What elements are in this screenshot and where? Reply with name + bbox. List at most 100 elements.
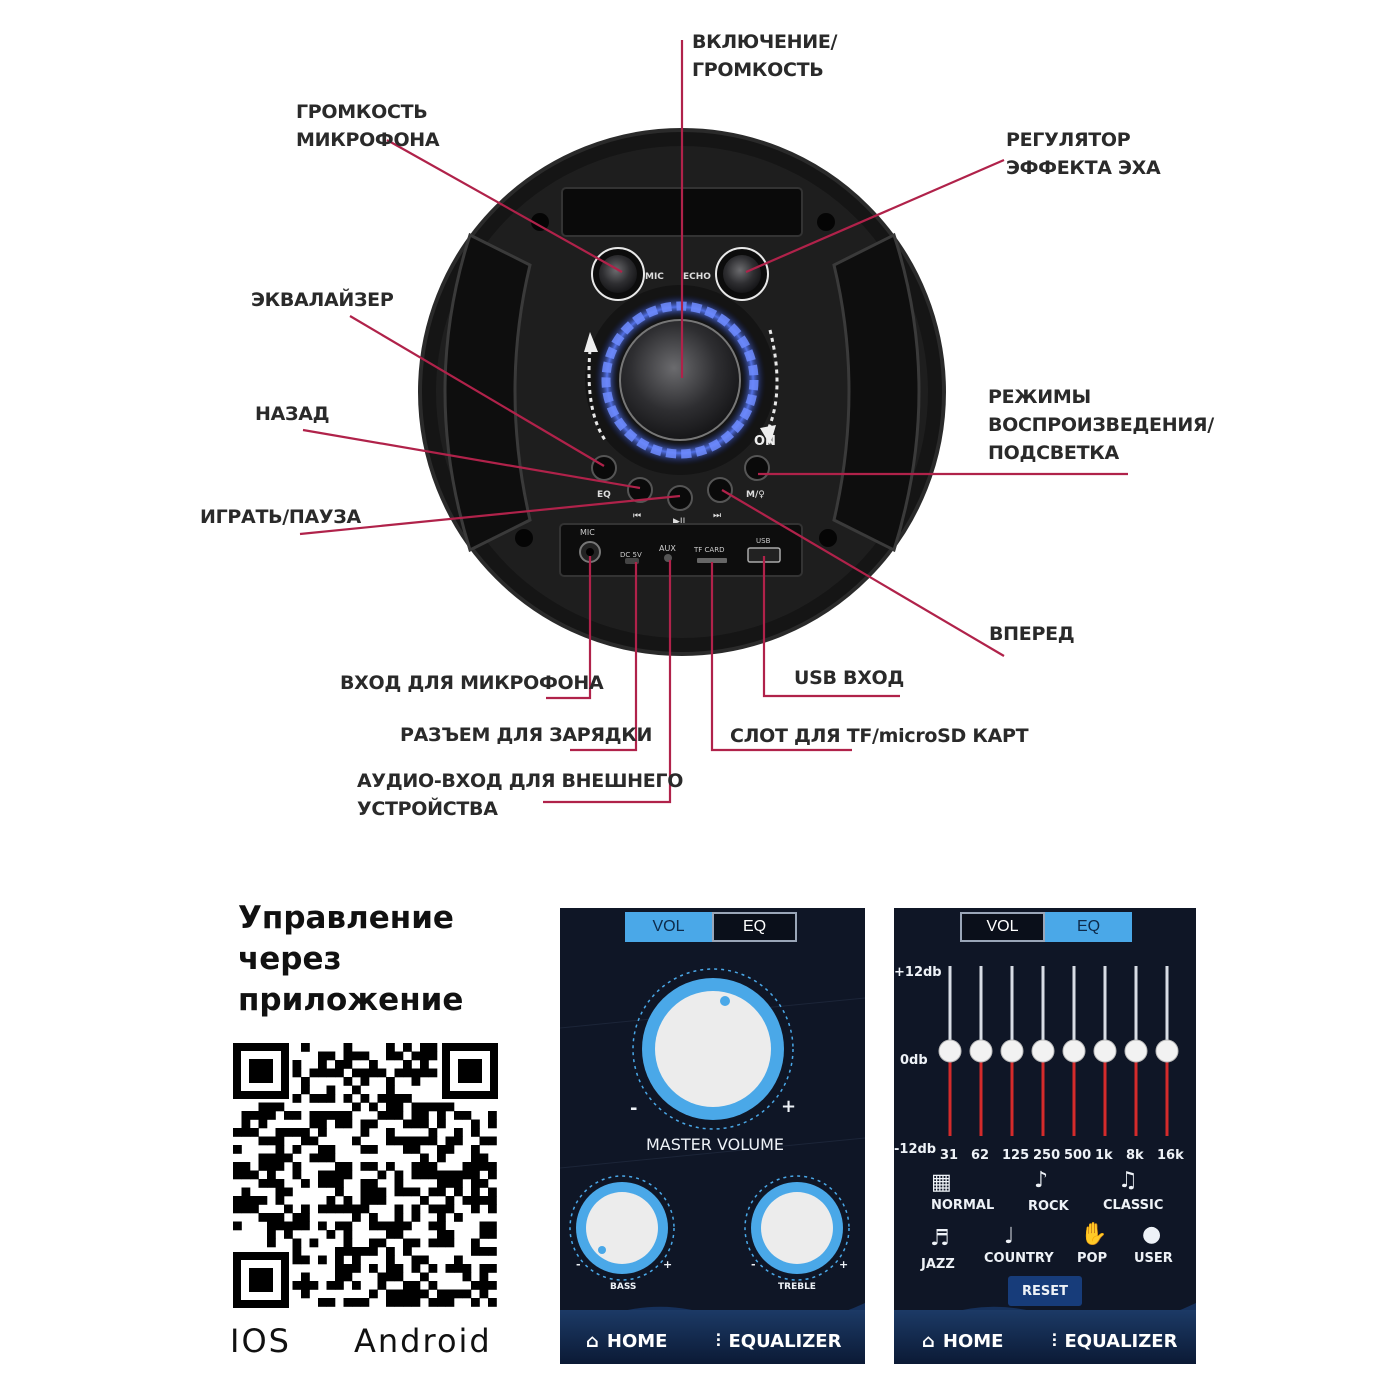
master-plus: + — [781, 1096, 797, 1117]
piano-icon: ♫ — [1118, 1168, 1138, 1193]
bottom-nav: ⌂HOME ⫶EQUALIZER — [560, 1310, 865, 1364]
label-play-pause: ИГРАТЬ/ПАУЗА — [200, 506, 361, 528]
nav-equalizer[interactable]: ⫶ EQUALIZER — [1052, 1331, 1177, 1352]
app-control-title: Управление через приложение — [238, 900, 464, 1018]
knob-mic-text: MIC — [645, 272, 664, 282]
tab-vol[interactable]: VOL — [960, 912, 1045, 942]
preset-country[interactable]: COUNTRY — [984, 1251, 1054, 1266]
mode-button — [744, 455, 770, 481]
tf-slot — [697, 558, 727, 563]
preset-normal[interactable]: NORMAL — [931, 1198, 995, 1213]
bass-label: BASS — [610, 1282, 637, 1292]
preset-rock[interactable]: ROCK — [1028, 1199, 1069, 1214]
ios-label: IOS — [230, 1322, 291, 1360]
preset-classic[interactable]: CLASSIC — [1103, 1198, 1164, 1213]
label-mic-volume: ГРОМКОСТЬ МИКРОФОНА — [296, 101, 440, 151]
eq-freq-label: 500 — [1064, 1148, 1092, 1163]
user-icon: ● — [1142, 1222, 1162, 1247]
preset-user[interactable]: USER — [1134, 1251, 1173, 1266]
eq-slider-thumb[interactable] — [969, 1039, 993, 1063]
banjo-icon: ♩ — [1004, 1224, 1015, 1249]
btn-eq-text: EQ — [597, 490, 611, 500]
next-button — [707, 477, 733, 503]
scale-top: +12db — [894, 965, 942, 980]
btn-mode-text: M/♀ — [746, 490, 765, 500]
on-text: ON — [754, 434, 776, 449]
label-mic-input: ВХОД ДЛЯ МИКРОФОНА — [340, 672, 604, 694]
btn-next-text: ⏭ — [713, 511, 721, 521]
master-minus: - — [630, 1098, 638, 1119]
tab-eq[interactable]: EQ — [712, 912, 797, 942]
nav-home-label: HOME — [606, 1331, 668, 1352]
label-echo: РЕГУЛЯТОР ЭФФЕКТА ЭХА — [1006, 129, 1161, 179]
label-usb-input: USB ВХОД — [794, 667, 905, 689]
nav-home[interactable]: ⌂HOME — [586, 1331, 667, 1352]
speaker-buttons — [591, 455, 770, 511]
nav-equalizer[interactable]: ⫶EQUALIZER — [716, 1331, 841, 1352]
eq-slider-thumb[interactable] — [1031, 1039, 1055, 1063]
treble-plus: + — [839, 1258, 849, 1271]
eq-slider-thumb[interactable] — [1000, 1039, 1024, 1063]
nav-home-label: HOME — [942, 1331, 1004, 1352]
eq-freq-label: 16k — [1157, 1148, 1184, 1163]
eq-slider-thumb[interactable] — [1093, 1039, 1117, 1063]
port-aux-text: AUX — [659, 544, 676, 553]
eq-slider-thumb[interactable] — [1062, 1039, 1086, 1063]
nav-equalizer-label: EQUALIZER — [1064, 1331, 1178, 1352]
android-label: Android — [354, 1322, 492, 1360]
knob-echo-text: ECHO — [683, 272, 711, 282]
eq-freq-label: 31 — [940, 1148, 959, 1163]
saxophone-icon: ♬ — [930, 1226, 950, 1251]
eq-freq-label: 62 — [971, 1148, 990, 1163]
eq-button — [591, 455, 617, 481]
reset-button[interactable]: RESET — [1008, 1276, 1082, 1306]
nav-equalizer-label: EQUALIZER — [728, 1331, 842, 1352]
power-volume-knob — [584, 285, 779, 475]
preset-pop[interactable]: POP — [1077, 1251, 1108, 1266]
label-power-volume: ВКЛЮЧЕНИЕ/ ГРОМКОСТЬ — [692, 31, 838, 81]
echo-knob — [715, 247, 769, 301]
label-equalizer: ЭКВАЛАЙЗЕР — [251, 289, 394, 311]
btn-play-text: ▶II — [673, 517, 685, 527]
eq-slider-thumb[interactable] — [938, 1039, 962, 1063]
home-icon: ⌂ — [922, 1331, 935, 1352]
right-handle — [832, 232, 921, 553]
mic-knob — [591, 247, 645, 301]
label-charging: РАЗЪЕМ ДЛЯ ЗАРЯДКИ — [400, 724, 653, 746]
app-screen-volume: VOL EQ - + MASTER VOLUME - + BASS - + TR… — [560, 908, 865, 1364]
eq-freq-label: 250 — [1033, 1148, 1061, 1163]
reset-label: RESET — [1021, 1283, 1068, 1299]
guitar-icon: ♪ — [1034, 1168, 1049, 1193]
treble-minus: - — [751, 1258, 756, 1271]
port-mic-text: MIC — [580, 528, 595, 537]
label-back: НАЗАД — [255, 403, 330, 425]
preset-jazz[interactable]: JAZZ — [921, 1257, 955, 1272]
tab-eq[interactable]: EQ — [1045, 912, 1132, 942]
eq-slider-thumb[interactable] — [1124, 1039, 1148, 1063]
leader-lines — [299, 40, 1128, 804]
prev-button — [627, 477, 653, 503]
label-forward: ВПЕРЕД — [989, 623, 1075, 645]
eq-freq-label: 8k — [1126, 1148, 1144, 1163]
bass-minus: - — [576, 1258, 581, 1271]
qr-code[interactable] — [233, 1043, 498, 1308]
port-dc-text: DC 5V — [620, 551, 642, 559]
tab-vol[interactable]: VOL — [625, 912, 712, 942]
nav-home[interactable]: ⌂ HOME — [922, 1331, 1003, 1352]
sliders-icon: ⫶ — [1052, 1331, 1057, 1352]
play-button — [667, 485, 693, 511]
label-modes: РЕЖИМЫ ВОСПРОИЗВЕДЕНИЯ/ ПОДСВЕТКА — [988, 386, 1214, 464]
scale-bottom: -12db — [894, 1142, 937, 1157]
label-aux: АУДИО-ВХОД ДЛЯ ВНЕШНЕГО УСТРОЙСТВА — [357, 770, 684, 820]
label-card-slot: СЛОТ ДЛЯ TF/microSD КАРТ — [730, 725, 1029, 747]
eq-freq-label: 125 — [1002, 1148, 1030, 1163]
port-usb-text: USB — [756, 537, 771, 545]
eq-slider-thumb[interactable] — [1155, 1039, 1179, 1063]
bottom-nav: ⌂ HOME ⫶ EQUALIZER — [894, 1310, 1196, 1364]
speaker-diagram: MIC ECHO ON EQ ⏮ ▶II ⏭ M/♀ MIC DC 5V AUX… — [299, 40, 1128, 804]
left-handle — [443, 232, 532, 553]
rock-hand-icon: ✋ — [1080, 1222, 1108, 1247]
bass-plus: + — [663, 1258, 673, 1271]
port-tf-text: TF CARD — [693, 546, 724, 554]
